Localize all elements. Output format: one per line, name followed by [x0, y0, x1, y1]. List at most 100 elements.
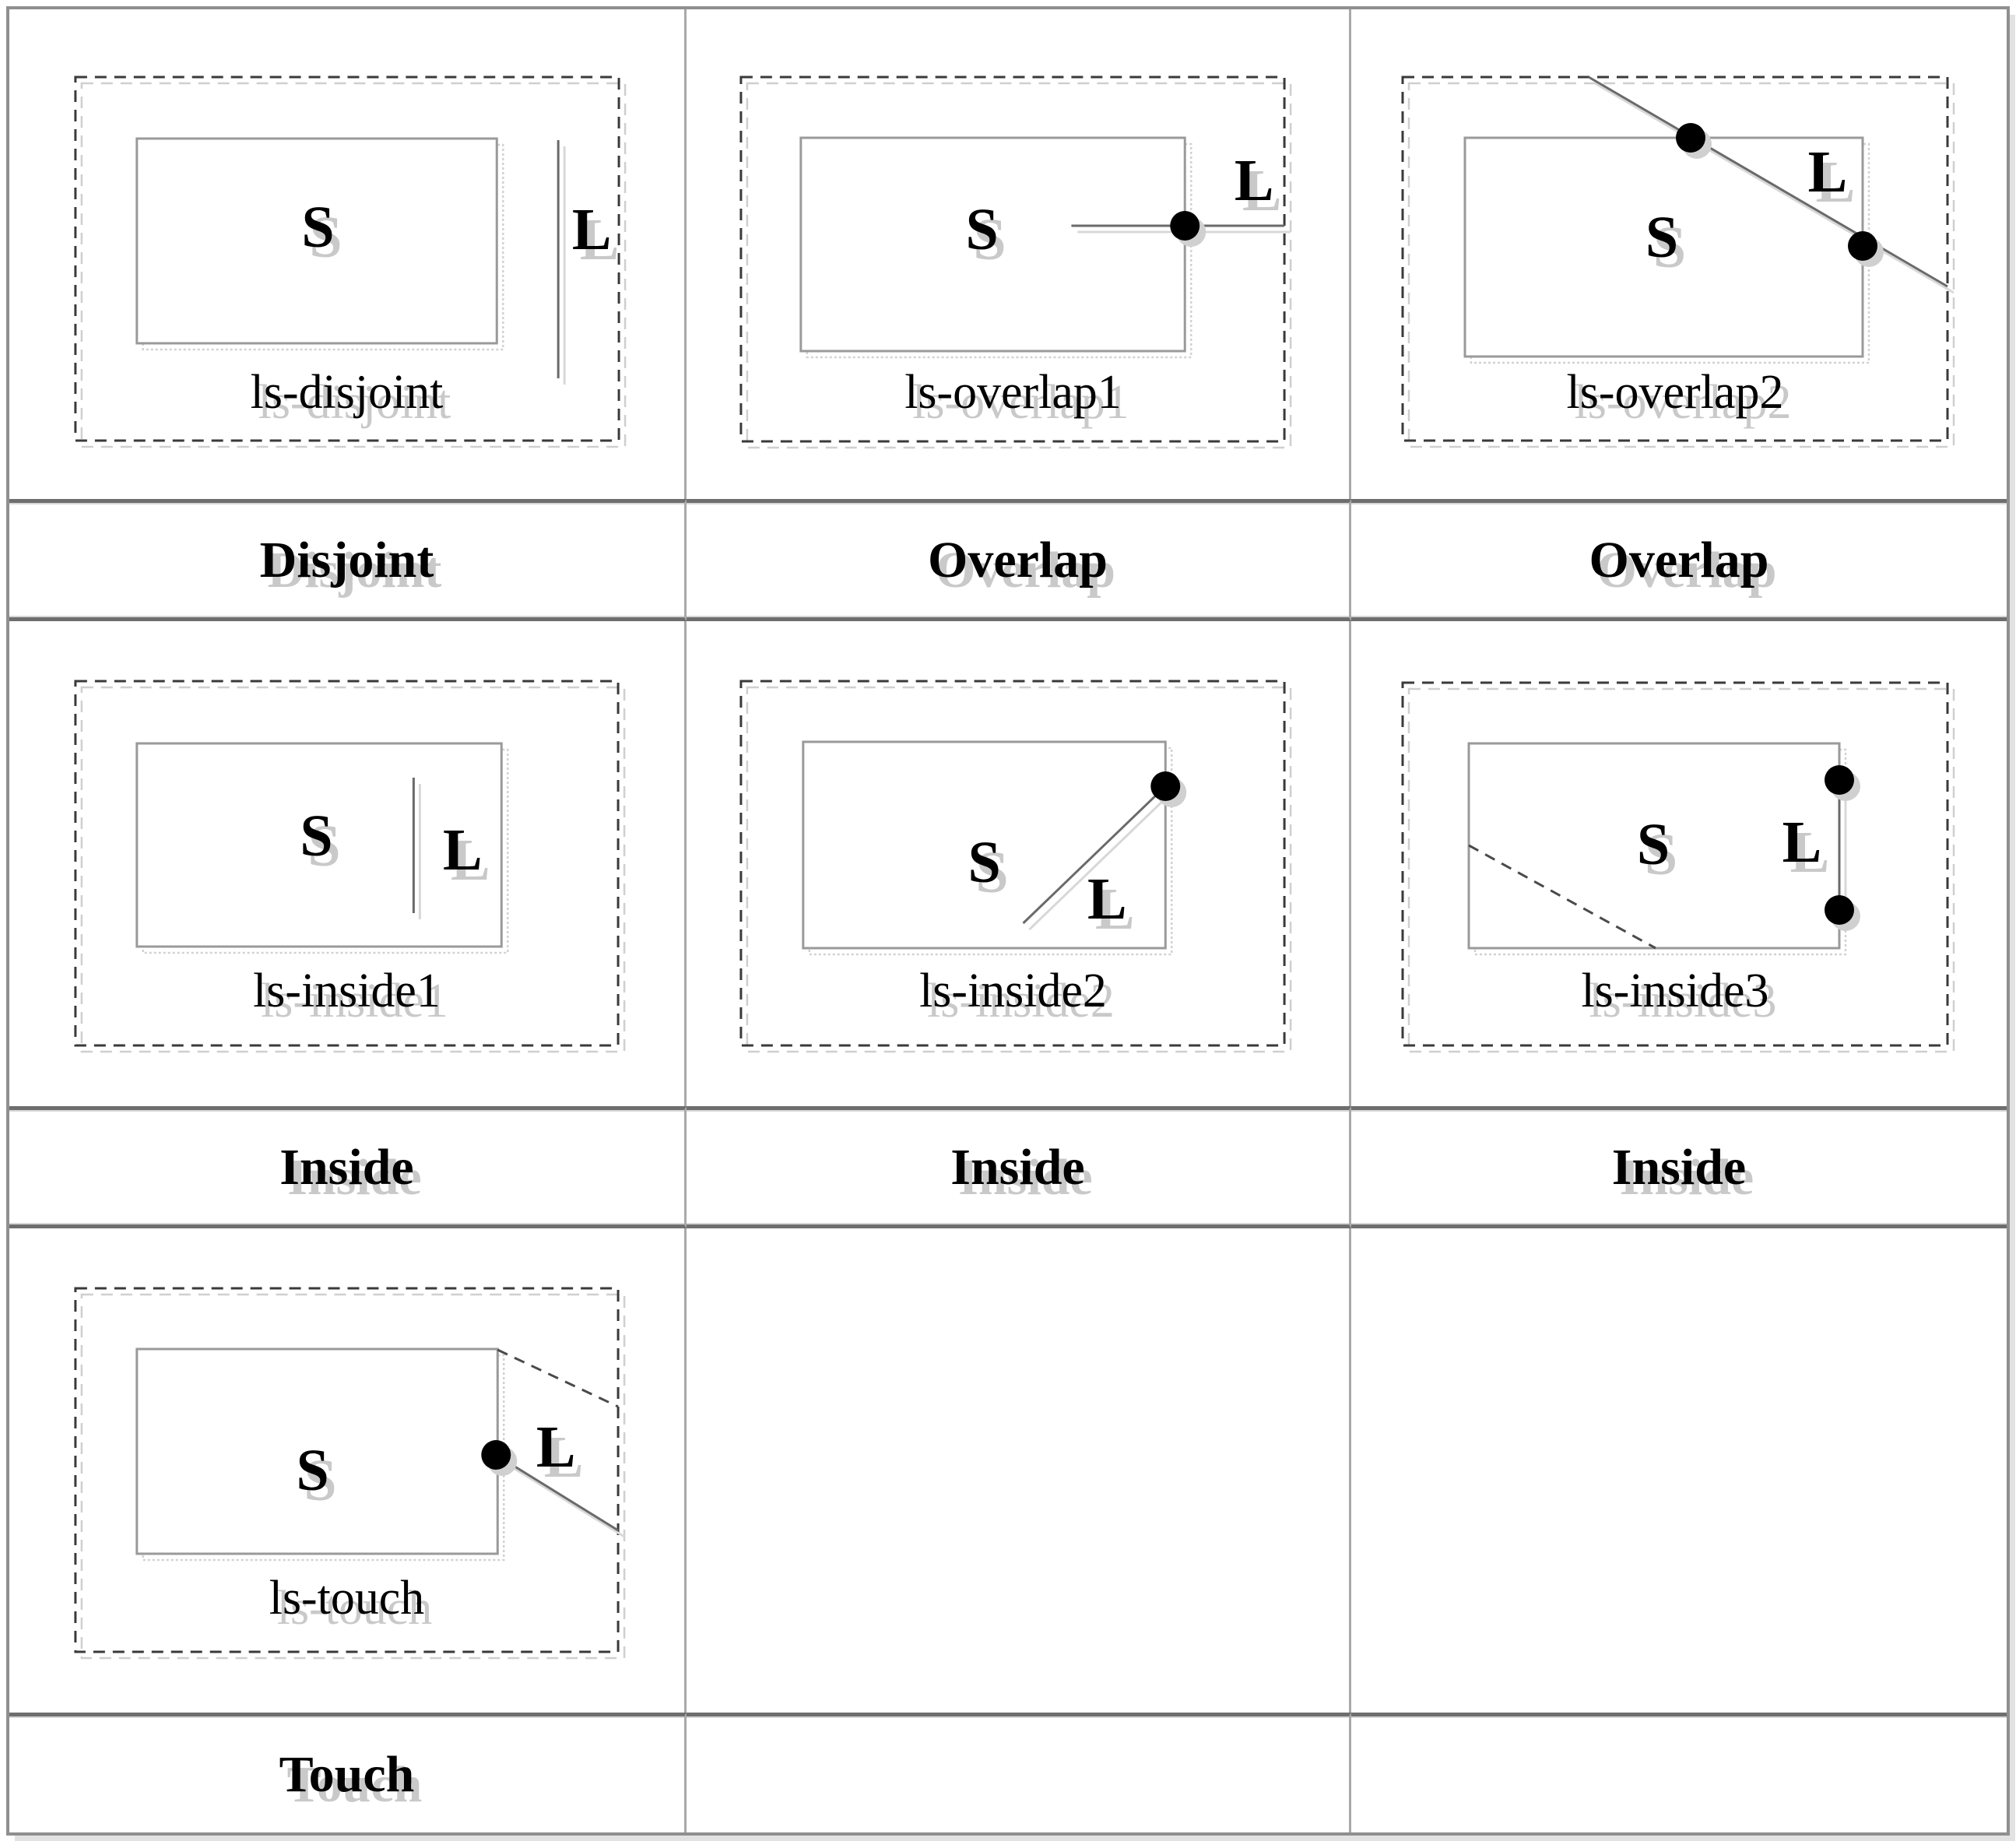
s-label: S [968, 830, 1000, 895]
l-label: L [443, 817, 483, 883]
category-cell-touch: Touch [9, 1713, 687, 1832]
category-cell-disjoint: Disjoint [9, 499, 687, 621]
s-label-shadow: S [1645, 822, 1677, 887]
l-label-shadow: L [1095, 877, 1135, 942]
diagram-caption-shadow: ls-overlap2 [1575, 376, 1792, 429]
l-label: L [572, 197, 612, 262]
cell-empty-1 [687, 1228, 1351, 1713]
dashed-boundary-rect [1401, 76, 1949, 442]
category-label: Disjoint [259, 531, 434, 588]
line-l-shadow [1028, 791, 1173, 931]
category-cell-empty-1 [687, 1713, 1351, 1832]
s-label-shadow: S [975, 840, 1008, 905]
line-l [1022, 785, 1167, 925]
dashed-boundary-rect [739, 76, 1286, 443]
relations-table: S S L L ls-disjoint ls-disjoint S S L L … [6, 6, 2010, 1836]
s-label: S [965, 197, 998, 262]
region-s-rect [1467, 742, 1841, 950]
region-s-rect [135, 742, 503, 948]
dashed-boundary-shadow [746, 686, 1292, 1053]
category-cell-inside3: Inside [1351, 1106, 2007, 1228]
diagram-ls-inside2: S S L L ls-inside2 ls-inside2 [739, 680, 1292, 1053]
line-l [495, 1453, 619, 1532]
dashed-boundary-rect [739, 680, 1286, 1047]
diagram-caption-shadow: ls-overlap1 [912, 376, 1129, 429]
l-label: L [1782, 810, 1822, 875]
category-label: Overlap [1589, 531, 1769, 588]
endpoint-dot [1170, 211, 1200, 241]
s-label-shadow: S [307, 813, 340, 879]
category-cell-inside1: Inside [9, 1106, 687, 1228]
l-label-shadow: L [1816, 149, 1856, 215]
category-cell-inside2: Inside [687, 1106, 1351, 1228]
crossing-dot-right [1848, 231, 1877, 261]
s-label: S [296, 1438, 328, 1503]
s-label: S [1645, 205, 1678, 270]
s-label-shadow: S [304, 1448, 336, 1513]
category-label: Touch [279, 1745, 415, 1803]
l-label-shadow: L [580, 207, 620, 272]
diagram-ls-overlap2: S S L L ls-overlap2 ls-overlap2 [1401, 76, 1955, 448]
cell-ls-overlap1: S S L L ls-overlap1 ls-overlap1 [687, 9, 1351, 499]
diagram-caption-shadow: ls-disjoint [258, 376, 451, 429]
s-label: S [1637, 812, 1670, 877]
diagram-caption: ls-inside2 [919, 964, 1107, 1017]
diagram-caption: ls-overlap1 [904, 366, 1122, 419]
l-label: L [536, 1414, 576, 1480]
line-l [1588, 76, 1948, 288]
category-label: Overlap [928, 531, 1108, 588]
region-s-rect [135, 137, 498, 345]
category-label: Inside [279, 1138, 414, 1196]
line-l-shadow [501, 1460, 625, 1538]
diagram-ls-touch: S S L L ls-touch ls-touch [74, 1287, 626, 1660]
region-s-rect [1463, 136, 1864, 358]
dashed-boundary-shadow [746, 82, 1292, 449]
dashed-boundary-shadow [1407, 687, 1955, 1053]
s-label-shadow: S [309, 205, 342, 270]
diagram-ls-inside1: S S L L ls-inside1 ls-inside1 [74, 680, 626, 1053]
s-label-shadow: S [1653, 215, 1686, 280]
s-label-shadow: S [973, 207, 1006, 272]
diagram-caption: ls-overlap2 [1567, 366, 1784, 419]
dashed-boundary-rect [74, 1287, 620, 1653]
diagram-caption: ls-disjoint [251, 366, 444, 419]
dashed-boundary-rect [74, 680, 620, 1047]
cell-ls-inside2: S S L L ls-inside2 ls-inside2 [687, 621, 1351, 1106]
l-label: L [1808, 139, 1848, 205]
s-label: S [301, 195, 334, 260]
endpoint-dot-bottom [1825, 895, 1854, 925]
l-label-shadow: L [1790, 820, 1830, 885]
crossing-dot-top [1676, 123, 1705, 153]
diagram-caption-shadow: ls-inside1 [261, 975, 448, 1028]
l-label-shadow: L [451, 827, 490, 893]
category-label: Inside [950, 1138, 1085, 1196]
category-cell-overlap1: Overlap [687, 499, 1351, 621]
line-l-shadow [1594, 82, 1955, 294]
touch-dot [481, 1440, 511, 1470]
dashed-boundary-shadow [1407, 82, 1955, 448]
dashed-boundary-shadow [80, 1293, 626, 1660]
category-cell-overlap2: Overlap [1351, 499, 2007, 621]
dashed-boundary-shadow [80, 686, 626, 1053]
dashed-boundary-rect [74, 76, 620, 442]
diagram-ls-overlap1: S S L L ls-overlap1 ls-overlap1 [739, 76, 1292, 449]
l-label: L [1235, 148, 1274, 213]
diagram-caption-shadow: ls-inside3 [1589, 975, 1776, 1028]
dashed-line [497, 1348, 619, 1408]
diagram-caption: ls-inside3 [1581, 964, 1768, 1017]
diagram-caption: ls-inside1 [253, 964, 441, 1017]
s-label: S [300, 803, 332, 869]
cell-ls-disjoint: S S L L ls-disjoint ls-disjoint [9, 9, 687, 499]
dashed-boundary-shadow [80, 82, 627, 448]
cell-ls-inside3: S S L L ls-inside3 ls-inside3 [1351, 621, 2007, 1106]
diagram-caption-shadow: ls-inside2 [927, 975, 1115, 1028]
cell-ls-overlap2: S S L L ls-overlap2 ls-overlap2 [1351, 9, 2007, 499]
cell-ls-touch: S S L L ls-touch ls-touch [9, 1228, 687, 1713]
l-label-shadow: L [1242, 158, 1282, 223]
diagram-ls-inside3: S S L L ls-inside3 ls-inside3 [1401, 681, 1955, 1053]
l-label-shadow: L [544, 1425, 584, 1490]
diagram-caption-shadow: ls-touch [277, 1582, 433, 1635]
endpoint-dot [1150, 771, 1181, 801]
category-cell-empty-2 [1351, 1713, 2007, 1832]
